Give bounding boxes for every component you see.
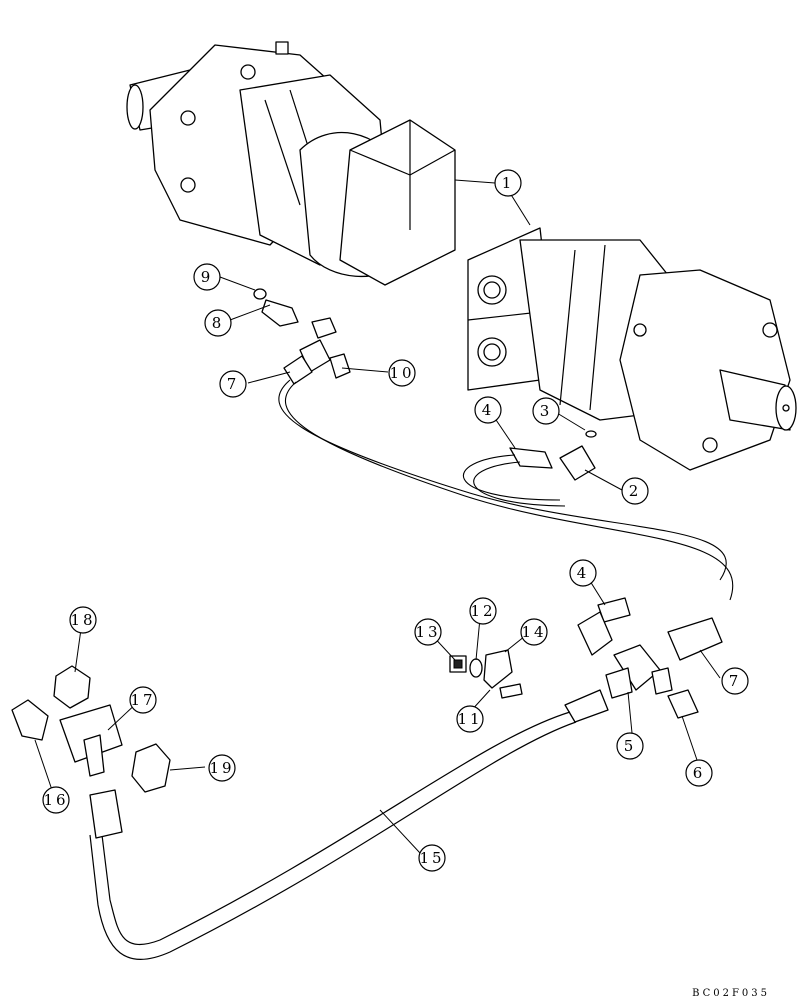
callout-label: 13 bbox=[415, 623, 440, 641]
callout-label: 4 bbox=[577, 564, 590, 582]
callout-label: 10 bbox=[389, 364, 414, 382]
callout-3: 3 bbox=[532, 397, 560, 425]
callout-label: 7 bbox=[227, 375, 240, 393]
callout-label: 3 bbox=[540, 402, 553, 420]
callout-2: 2 bbox=[621, 477, 649, 505]
callout-label: 5 bbox=[624, 737, 637, 755]
callout-label: 16 bbox=[43, 791, 68, 809]
callout-5: 5 bbox=[616, 732, 644, 760]
callout-label: 8 bbox=[212, 314, 225, 332]
callout-label: 1 bbox=[502, 174, 515, 192]
left-fitting-group bbox=[11, 665, 171, 793]
callout-label: 18 bbox=[70, 611, 95, 629]
callout-7-upper: 7 bbox=[219, 370, 247, 398]
lower-hose-fittings bbox=[462, 430, 597, 507]
callout-label: 11 bbox=[457, 710, 482, 728]
tee-fitting-group bbox=[577, 597, 723, 719]
callout-11: 11 bbox=[456, 705, 484, 733]
callout-19: 19 bbox=[208, 754, 236, 782]
drawing-code: BC02F035 bbox=[692, 988, 770, 999]
callout-label: 2 bbox=[629, 482, 642, 500]
callout-6: 6 bbox=[685, 759, 713, 787]
callout-label: 4 bbox=[482, 401, 495, 419]
hydraulic-motor-lower bbox=[467, 227, 797, 471]
callout-4-upper: 4 bbox=[474, 396, 502, 424]
callout-18: 18 bbox=[69, 606, 97, 634]
hydraulic-motor-upper bbox=[126, 41, 456, 286]
callout-14: 14 bbox=[520, 618, 548, 646]
callout-label: 15 bbox=[419, 849, 444, 867]
clamp-parts bbox=[449, 649, 523, 699]
callout-4-lower: 4 bbox=[569, 559, 597, 587]
callout-label: 17 bbox=[130, 691, 155, 709]
callout-15: 15 bbox=[418, 844, 446, 872]
callout-12: 12 bbox=[469, 597, 497, 625]
callout-13: 13 bbox=[414, 618, 442, 646]
hydraulic-tube bbox=[89, 689, 609, 961]
callout-label: 19 bbox=[209, 759, 234, 777]
callout-label: 14 bbox=[521, 623, 546, 641]
callout-1: 1 bbox=[494, 169, 522, 197]
callout-label: 6 bbox=[693, 764, 706, 782]
callout-16: 16 bbox=[42, 786, 70, 814]
callout-7-lower: 7 bbox=[721, 667, 749, 695]
callout-9: 9 bbox=[193, 263, 221, 291]
callout-label: 7 bbox=[729, 672, 742, 690]
callout-label: 9 bbox=[201, 268, 214, 286]
callout-label: 12 bbox=[470, 602, 495, 620]
callout-8: 8 bbox=[204, 309, 232, 337]
callout-17: 17 bbox=[129, 686, 157, 714]
callout-10: 10 bbox=[388, 359, 416, 387]
upper-hose-fittings bbox=[253, 288, 734, 601]
